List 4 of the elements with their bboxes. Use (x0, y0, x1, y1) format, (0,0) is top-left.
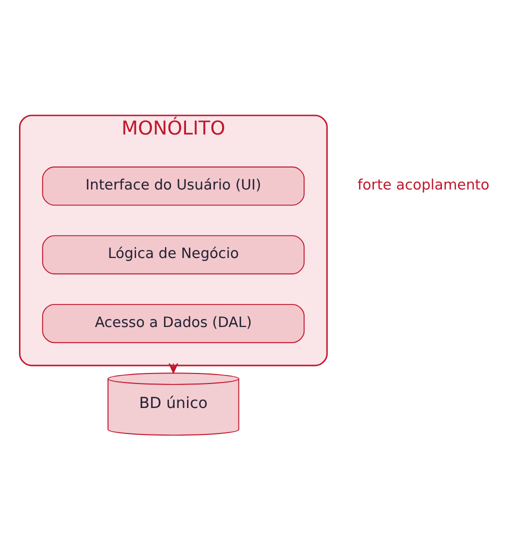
node-box: Interface do Usuário (UI) (42, 166, 305, 206)
node-box: Lógica de Negócio (42, 235, 305, 274)
node-box: Acesso a Dados (DAL) (42, 304, 305, 344)
label: forte acoplamento (357, 177, 490, 194)
